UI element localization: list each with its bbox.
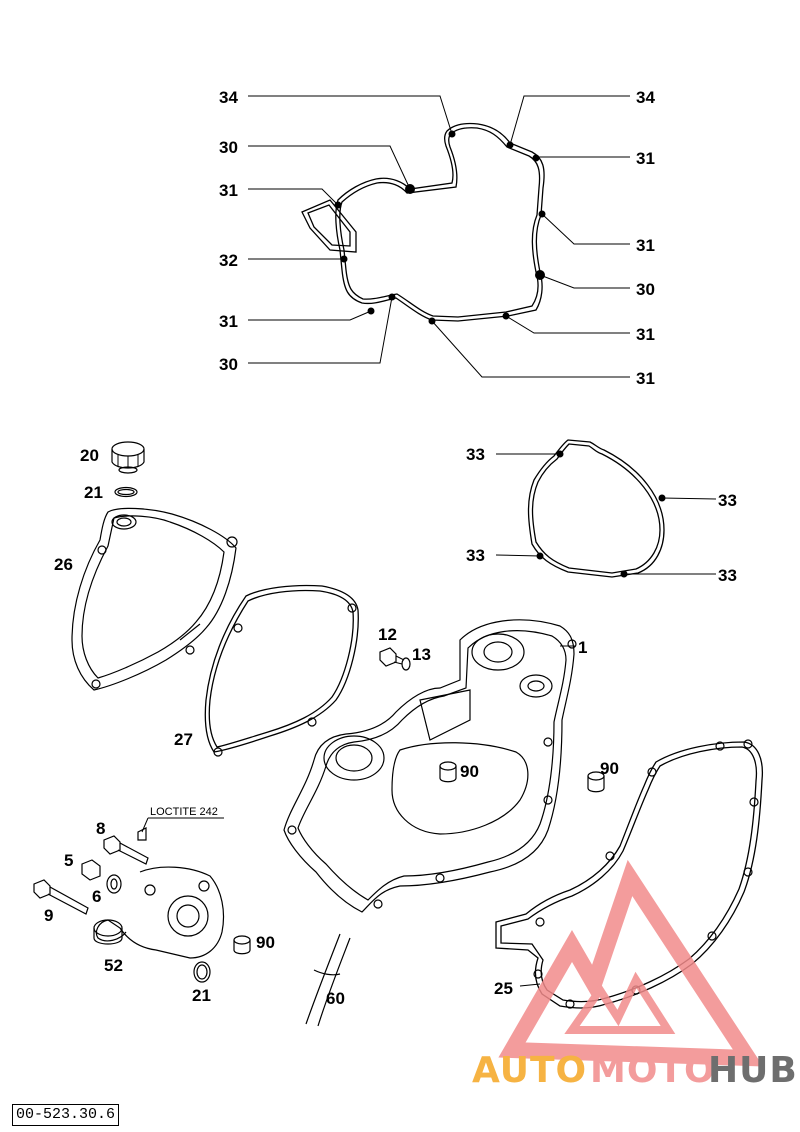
callout-31-left-1: 31: [219, 181, 238, 200]
callout-32: 32: [219, 251, 238, 270]
callout-30-left: 30: [219, 355, 238, 374]
watermark-hub: HUB: [708, 1050, 798, 1091]
callout-30-top: 30: [219, 138, 238, 157]
callout-8: 8: [96, 819, 105, 838]
screw-plug-5: 5: [64, 851, 101, 881]
washer-13: 13: [401, 645, 431, 671]
callout-9: 9: [44, 906, 53, 925]
callout-6: 6: [92, 887, 101, 906]
ignition-cover-gasket: 27: [174, 584, 359, 757]
bolt-9: 9: [33, 879, 89, 925]
o-ring-top: 21: [84, 483, 138, 502]
callout-34-right: 34: [636, 88, 655, 107]
callout-5: 5: [64, 851, 73, 870]
callout-52: 52: [104, 956, 123, 975]
gasket-top: [248, 95, 630, 378]
callout-26: 26: [54, 555, 73, 574]
callout-31-right-4: 31: [636, 369, 655, 388]
o-ring-bottom: 21: [192, 961, 211, 1005]
loctite-label: LOCTITE 242: [150, 806, 218, 818]
dowel-sleeve-bottom: 90: [233, 933, 275, 955]
callout-1: 1: [578, 638, 587, 657]
callouts-top: 34 34 30 31 31 31 32 30 31 31 30 31: [219, 88, 655, 388]
callout-33-1: 33: [466, 445, 485, 464]
callout-90-center: 90: [460, 762, 479, 781]
clutch-cover: 1: [283, 619, 587, 913]
hose-60: 60: [305, 933, 351, 1027]
gasket-round: 33 33 33 33: [466, 439, 737, 585]
water-pump-cover: 52: [93, 866, 225, 975]
bolt-12: 12: [378, 625, 405, 667]
callout-12: 12: [378, 625, 397, 644]
callout-31-right-1: 31: [636, 149, 655, 168]
callout-27: 27: [174, 730, 193, 749]
callout-33-2: 33: [718, 491, 737, 510]
callout-33-4: 33: [718, 566, 737, 585]
watermark-moto: MOTO: [590, 1050, 716, 1091]
callout-30-right: 30: [636, 280, 655, 299]
ignition-cover: 26: [54, 507, 238, 691]
callout-33-3: 33: [466, 546, 485, 565]
callout-13: 13: [412, 645, 431, 664]
callout-90-right: 90: [600, 759, 619, 778]
dowel-sleeve-right: 90: [587, 759, 619, 793]
callout-21-top: 21: [84, 483, 103, 502]
callout-25: 25: [494, 979, 513, 998]
callout-31-left-2: 31: [219, 312, 238, 331]
callout-31-right-3: 31: [636, 325, 655, 344]
watermark-logo: AUTO MOTO HUB: [472, 859, 798, 1091]
callout-60: 60: [326, 989, 345, 1008]
watermark-auto: AUTO: [472, 1050, 587, 1091]
document-code: 00-523.30.6: [12, 1104, 120, 1126]
loctite-note: LOCTITE 242: [137, 806, 224, 841]
dowel-sleeve-center: 90: [439, 761, 479, 783]
callout-21-bottom: 21: [192, 986, 211, 1005]
callout-34-left: 34: [219, 88, 238, 107]
bolt-8: 8: [96, 819, 149, 865]
callout-90-bottom: 90: [256, 933, 275, 952]
oil-filler-plug: 20: [80, 441, 145, 474]
callout-20: 20: [80, 446, 99, 465]
callout-31-right-2: 31: [636, 236, 655, 255]
washer-6: 6: [92, 874, 122, 906]
